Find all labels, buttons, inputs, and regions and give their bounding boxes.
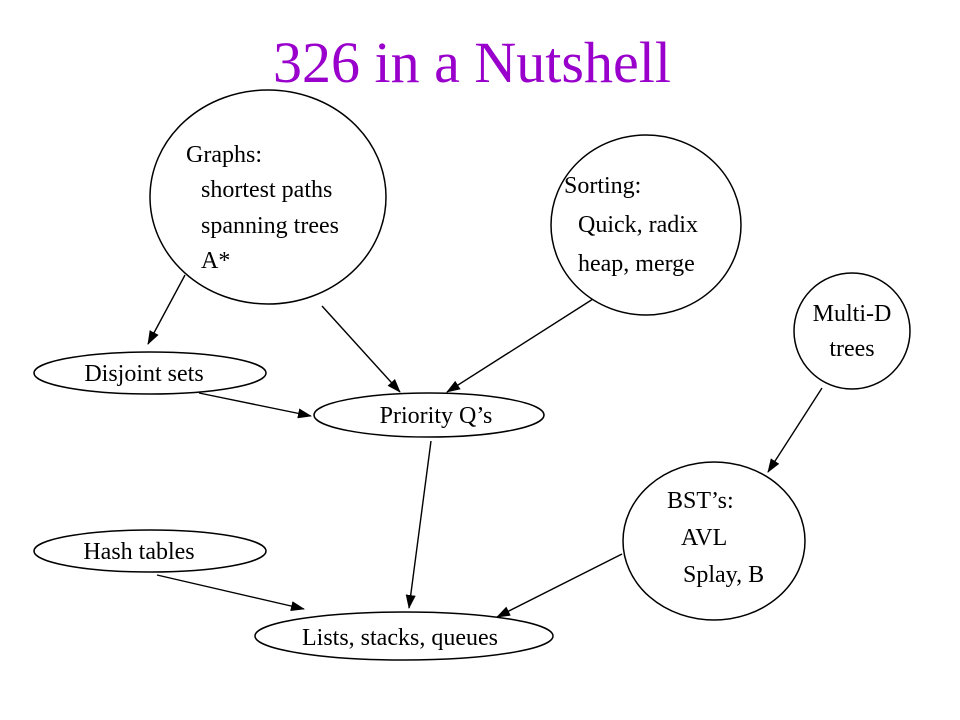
edge-graphs-disjoint <box>147 274 186 345</box>
slide-title: 326 in a Nutshell <box>273 30 671 95</box>
node-priority-shape <box>313 392 545 438</box>
node-bst-line-1: BST’s: <box>667 488 734 514</box>
node-sorting-line-2: Quick, radix <box>578 212 698 238</box>
node-graphs-line-3: spanning trees <box>201 213 339 239</box>
node-priority: Priority Q’s <box>313 392 545 438</box>
edge-hash-lists <box>156 574 305 611</box>
node-sorting-line-3: heap, merge <box>578 251 695 277</box>
node-hash-shape <box>33 529 267 573</box>
node-multid-shape <box>793 272 911 390</box>
edge-graphs-priority <box>321 305 401 393</box>
node-graphs: Graphs: shortest paths spanning trees A* <box>149 89 387 305</box>
node-sorting-shape <box>550 134 742 316</box>
node-disjoint-shape <box>33 351 267 395</box>
node-lists: Lists, stacks, queues <box>254 611 554 661</box>
node-multid-line-2: trees <box>829 336 874 362</box>
edge-bst-lists <box>496 553 623 618</box>
edges-layer <box>147 274 823 618</box>
node-bst-shape <box>622 461 806 621</box>
node-disjoint-line-1: Disjoint sets <box>84 361 203 387</box>
node-bst-line-2: AVL <box>681 525 727 551</box>
edge-sorting-priority <box>446 298 594 393</box>
node-graphs-shape <box>149 89 387 305</box>
node-hash-line-1: Hash tables <box>83 539 194 565</box>
edge-multid-bst <box>767 387 823 473</box>
node-hash: Hash tables <box>33 529 267 573</box>
node-bst-line-3: Splay, B <box>683 562 764 588</box>
node-lists-line-1: Lists, stacks, queues <box>302 625 498 651</box>
node-disjoint: Disjoint sets <box>33 351 267 395</box>
node-sorting: Sorting: Quick, radix heap, merge <box>550 134 742 316</box>
node-sorting-line-1: Sorting: <box>564 173 641 199</box>
node-priority-line-1: Priority Q’s <box>380 403 493 429</box>
edge-priority-lists <box>405 440 432 609</box>
node-multid: Multi-D trees <box>793 272 911 390</box>
node-graphs-line-1: Graphs: <box>186 142 262 168</box>
node-lists-shape <box>254 611 554 661</box>
node-multid-line-1: Multi-D <box>813 301 892 327</box>
edge-disjoint-priority <box>198 392 312 419</box>
node-graphs-line-4: A* <box>201 248 230 274</box>
node-bst: BST’s: AVL Splay, B <box>622 461 806 621</box>
node-graphs-line-2: shortest paths <box>201 177 332 203</box>
